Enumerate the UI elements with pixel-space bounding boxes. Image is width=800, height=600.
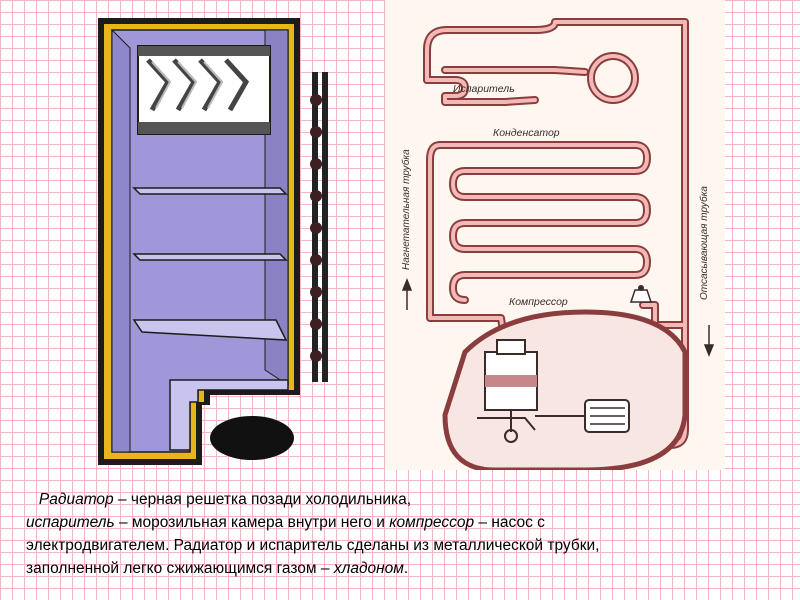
caption-line-2-end: – насос с: [474, 514, 545, 531]
refrigerator-svg: [98, 18, 328, 465]
caption-line-1-text: – черная решетка позади холодильника,: [113, 491, 412, 508]
shelves: [132, 187, 288, 341]
radiator-grille: [310, 72, 328, 382]
label-evaporator: Испаритель: [453, 83, 515, 95]
compressor-housing: [442, 309, 688, 473]
term-freon: хладоном: [333, 560, 404, 577]
term-evaporator: испаритель: [26, 514, 115, 531]
caption-line-4: заполненной легко сжижающимся газом – хл…: [26, 557, 786, 580]
label-compressor: Компрессор: [509, 296, 568, 308]
caption-text: Радиатор – черная решетка позади холодил…: [26, 488, 786, 580]
term-compressor: компрессор: [389, 514, 475, 531]
evaporator-coil: [587, 52, 639, 104]
flow-arrows: [401, 277, 715, 358]
tubing: [423, 18, 689, 449]
caption-line-4-text: заполненной легко сжижающимся газом –: [26, 560, 334, 577]
valve-icon: [629, 285, 653, 303]
lower-compartment: [169, 379, 289, 451]
label-discharge-tube: Нагнетательная трубка: [400, 149, 412, 270]
refrigerator-illustration: [90, 10, 340, 470]
caption-line-2: испаритель – морозильная камера внутри н…: [26, 511, 786, 534]
caption-line-4-end: .: [403, 560, 409, 577]
caption-line-1: Радиатор – черная решетка позади холодил…: [26, 488, 786, 511]
term-radiator: Радиатор: [38, 491, 114, 508]
freezer-compartment: [137, 45, 271, 135]
refrigeration-circuit-diagram: Испаритель Конденсатор Компрессор Нагнет…: [385, 0, 725, 473]
label-suction-tube: Отсасывающая трубка: [698, 186, 710, 300]
caption-line-2-text: – морозильная камера внутри него и: [114, 514, 390, 531]
circuit-svg: Испаритель Конденсатор Компрессор Нагнет…: [400, 18, 715, 473]
caption-line-3: электродвигателем. Радиатор и испаритель…: [26, 537, 600, 554]
label-condenser: Конденсатор: [493, 127, 560, 139]
compressor-shape: [210, 416, 294, 460]
